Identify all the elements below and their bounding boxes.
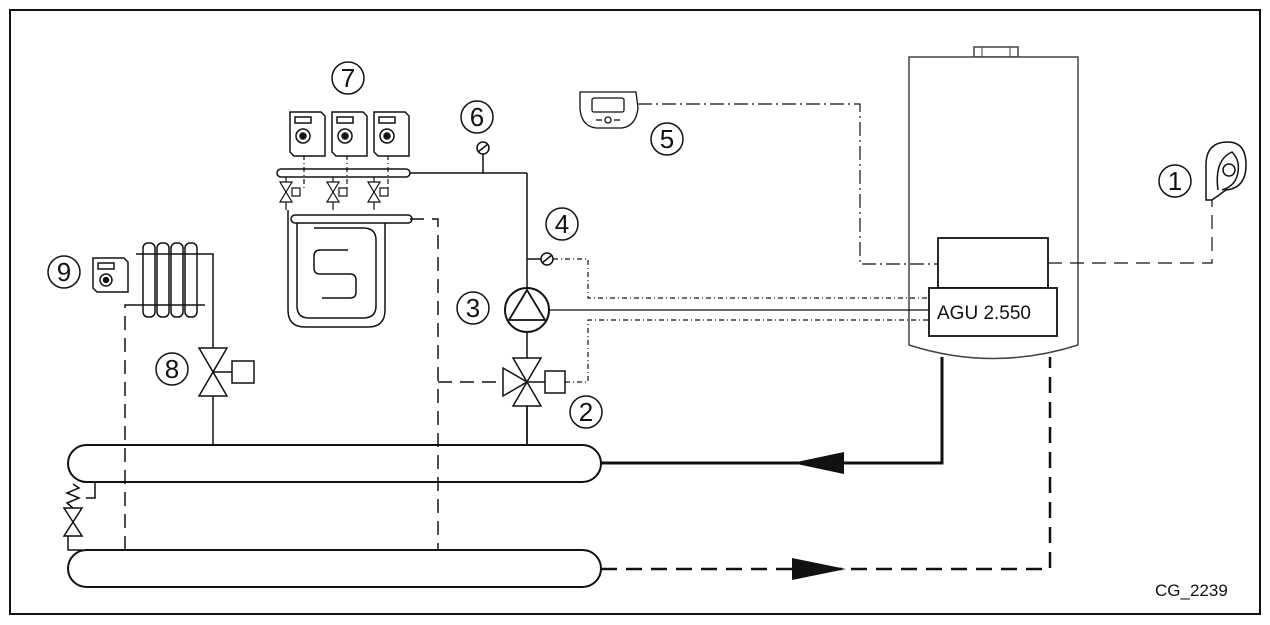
callout-4-label: 4 xyxy=(555,209,569,239)
mixing-valve-wire xyxy=(565,319,929,383)
callout-3-label: 3 xyxy=(466,293,480,323)
callout-8-label: 8 xyxy=(165,354,179,384)
room-unit-5-wire xyxy=(638,103,938,265)
floor-heating-return-pipe xyxy=(410,218,439,550)
supply-header xyxy=(67,444,602,483)
controller-agu-box xyxy=(928,287,1058,337)
callout-3: 3 xyxy=(456,291,490,325)
callout-1: 1 xyxy=(1158,164,1192,198)
supply-arrow xyxy=(792,452,844,474)
return-header xyxy=(67,549,602,588)
callout-5: 5 xyxy=(650,122,684,156)
supply-pipe xyxy=(601,357,944,465)
return-pipe xyxy=(601,357,1052,571)
return-arrow xyxy=(792,558,846,580)
callout-1-label: 1 xyxy=(1168,166,1182,196)
callout-9-label: 9 xyxy=(57,257,71,287)
floor-heating-manifold xyxy=(276,168,413,224)
callout-7: 7 xyxy=(331,61,365,95)
callout-6-label: 6 xyxy=(470,102,484,132)
temperature-sensor-4 xyxy=(540,252,554,266)
callout-5-label: 5 xyxy=(660,124,674,154)
floor-heating-loop xyxy=(287,210,386,328)
mixing-valve-2 xyxy=(502,357,566,407)
callout-6: 6 xyxy=(460,100,494,134)
figure-code: CG_2239 xyxy=(1155,581,1228,600)
temperature-sensor-6 xyxy=(476,141,490,155)
outdoor-sensor-wire xyxy=(1048,200,1213,264)
radiator-thermostat-icon xyxy=(92,257,129,293)
callout-4: 4 xyxy=(545,207,579,241)
room-thermostat-icon-1 xyxy=(289,111,326,157)
manifold-valve-3 xyxy=(366,177,389,210)
callout-9: 9 xyxy=(47,255,81,289)
radiator xyxy=(136,242,205,318)
bypass-relief-valve xyxy=(62,481,96,551)
boiler-control-box xyxy=(937,237,1049,289)
outdoor-sensor-1-icon xyxy=(1205,141,1247,201)
sensor-4-wire xyxy=(553,258,929,299)
callout-2-label: 2 xyxy=(579,397,593,427)
room-unit-wires xyxy=(303,155,389,188)
zone-valve-8 xyxy=(197,347,255,397)
callout-8: 8 xyxy=(155,352,189,386)
room-unit-5-icon xyxy=(579,91,639,129)
controller-label: AGU 2.550 xyxy=(937,303,1031,324)
room-thermostat-icon-2 xyxy=(331,111,368,157)
callout-2: 2 xyxy=(569,395,603,429)
callout-7-label: 7 xyxy=(341,63,355,93)
room-thermostat-icon-3 xyxy=(373,111,410,157)
manifold-valve-2 xyxy=(325,177,348,210)
boiler xyxy=(908,46,1079,360)
manifold-valve-1 xyxy=(278,177,301,210)
radiator-return-pipe xyxy=(124,304,136,550)
circulation-pump-3 xyxy=(504,287,550,333)
